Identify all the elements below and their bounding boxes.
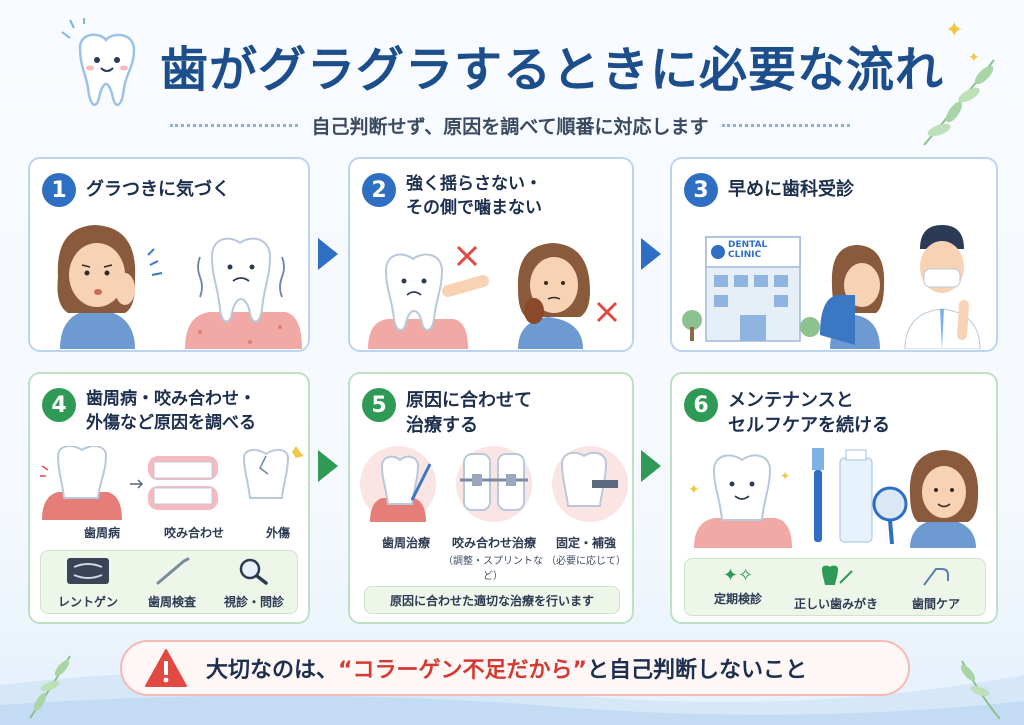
- step-title: メンテナンスと セルフケアを続ける: [728, 390, 890, 437]
- dotted-divider: [722, 123, 851, 127]
- care-label: 定期検診: [713, 592, 762, 606]
- treatment-label: 固定・補強: [555, 536, 616, 550]
- warning-text: 大切なのは、“コラーゲン不足だから”と自己判断しないこと: [206, 652, 807, 684]
- arrow-right-icon: [641, 238, 661, 270]
- step-number: 4: [42, 388, 76, 422]
- leaves-decoration-icon: [960, 660, 1001, 720]
- exam-tools-box: レントゲン 歯周検査 視診・問診: [40, 550, 298, 614]
- step-header: 5 原因に合わせて 治療する: [362, 388, 532, 438]
- treatment-sublabel: （調整・スプリントなど）: [443, 556, 543, 582]
- arrow-right-icon: [641, 450, 661, 482]
- warning-emphasis: “コラーゲン不足だから”: [338, 658, 587, 683]
- step-header: 4 歯周病・咬み合わせ・ 外傷など原因を調べる: [42, 388, 256, 436]
- care-brushing: 正しい歯みがき: [791, 565, 881, 612]
- tool-perio-exam: 歯周検査: [127, 557, 217, 610]
- clinic-sign: DENTAL CLINIC: [728, 240, 768, 260]
- step-number: 3: [684, 173, 718, 207]
- step-number: 2: [362, 173, 396, 207]
- care-interdental: 歯間ケア: [891, 565, 981, 612]
- warning-banner: 大切なのは、“コラーゲン不足だから”と自己判断しないこと: [120, 640, 910, 696]
- care-label: 正しい歯みがき: [793, 597, 878, 611]
- step-card-2: 2 強く揺らさない・ その側で噛まない: [348, 157, 634, 352]
- subtitle-row: 自己判断せず、原因を調べて順番に対応します: [170, 112, 851, 138]
- page-subtitle: 自己判断せず、原因を調べて順番に対応します: [311, 115, 709, 138]
- step-card-5: 5 原因に合わせて 治療する 歯周治療 咬み合わせ治療 （調整・スプリントなど）…: [348, 372, 634, 624]
- tooth-brush-icon: [822, 565, 853, 585]
- probe-icon: [156, 557, 190, 585]
- warning-icon: [145, 649, 187, 687]
- header: 歯がグラグラするときに必要な流れ ✦ ✦ 自己判断せず、原因を調べて順番に対応し…: [0, 0, 1024, 150]
- step-title: 強く揺らさない・ その側で噛まない: [406, 174, 542, 218]
- step-number: 1: [42, 173, 76, 207]
- worried-woman-illustration: [57, 225, 302, 349]
- step-number: 6: [684, 388, 718, 422]
- tool-xray: レントゲン: [43, 557, 133, 610]
- warning-prefix: 大切なのは、: [206, 658, 339, 683]
- care-checkup: ✦✧ 定期検診: [693, 565, 783, 607]
- step-card-3: 3 早めに歯科受診 DENTAL CLINIC: [670, 157, 998, 352]
- do-not-wiggle-illustration: [368, 243, 618, 349]
- dotted-divider: [170, 123, 298, 127]
- tool-label: レントゲン: [57, 595, 118, 609]
- dental-clinic-illustration: [682, 225, 981, 349]
- treatment-sublabel: （必要に応じて）: [546, 556, 626, 567]
- warning-suffix: と自己判断しないこと: [586, 658, 807, 683]
- step-header: 1 グラつきに気づく: [42, 173, 230, 207]
- treatment-label: 咬み合わせ治療: [451, 536, 536, 550]
- self-care-box: ✦✧ 定期検診 正しい歯みがき 歯間ケア: [684, 558, 986, 616]
- step-number: 5: [362, 388, 396, 422]
- step-title: 原因に合わせて 治療する: [406, 390, 532, 437]
- cause-label: 外傷: [265, 526, 290, 540]
- step-header: 2 強く揺らさない・ その側で噛まない: [362, 173, 542, 221]
- step-title: 早めに歯科受診: [728, 179, 854, 200]
- tool-label: 視診・問診: [223, 595, 284, 609]
- self-care-illustration: ✦✦: [688, 448, 979, 548]
- tool-inspection: 視診・問診: [209, 557, 299, 610]
- step-title: グラつきに気づく: [86, 179, 230, 200]
- leaves-decoration-icon: [29, 655, 71, 719]
- step-header: 3 早めに歯科受診: [684, 173, 854, 207]
- floss-icon: [923, 568, 949, 586]
- step-card-6: 6 メンテナンスと セルフケアを続ける ✦✦ ✦✧ 定期検診: [670, 372, 998, 624]
- treatment-note: 原因に合わせた適切な治療を行います: [364, 586, 620, 614]
- page-title: 歯がグラグラするときに必要な流れ: [160, 42, 945, 98]
- care-label: 歯間ケア: [911, 597, 960, 611]
- step-title: 歯周病・咬み合わせ・ 外傷など原因を調べる: [86, 389, 256, 433]
- step-card-4: 4 歯周病・咬み合わせ・ 外傷など原因を調べる 歯周病 咬み合わせ 外傷 レント…: [28, 372, 310, 624]
- cause-label: 咬み合わせ: [163, 526, 224, 540]
- tool-label: 歯周検査: [147, 595, 196, 609]
- step-card-1: 1 グラつきに気づく: [28, 157, 310, 352]
- step-header: 6 メンテナンスと セルフケアを続ける: [684, 388, 890, 438]
- xray-icon: [67, 558, 109, 584]
- sparkle-icon: ✦: [945, 18, 964, 43]
- tooth-mascot-icon: [61, 18, 136, 107]
- magnifier-icon: [239, 558, 268, 585]
- arrow-right-icon: [318, 238, 338, 270]
- causes-illustration: [40, 446, 304, 520]
- leaves-decoration-icon: [923, 59, 995, 146]
- arrow-right-icon: [318, 450, 338, 482]
- cause-label: 歯周病: [83, 526, 120, 540]
- treatment-label: 歯周治療: [381, 536, 430, 550]
- sparkle-icon: ✦✧: [722, 565, 754, 586]
- treatments-illustration: [360, 446, 628, 522]
- svg-text:✦: ✦: [688, 482, 700, 498]
- svg-text:✦: ✦: [780, 469, 790, 483]
- sparkle-icon: ✦: [968, 50, 980, 66]
